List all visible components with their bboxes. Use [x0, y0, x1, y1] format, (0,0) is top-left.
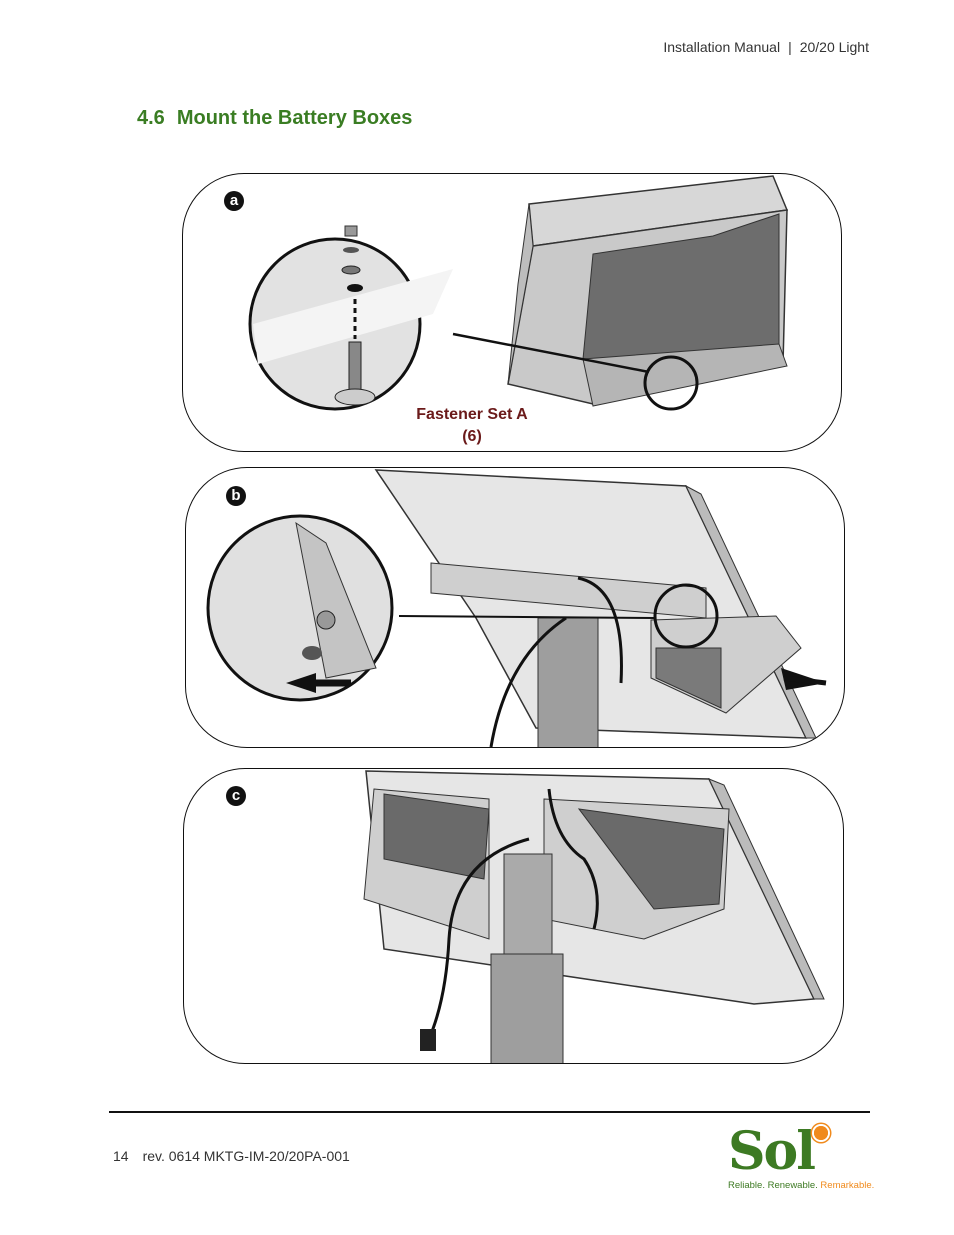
- sun-icon: [814, 1126, 828, 1140]
- step-badge-a: a: [224, 191, 244, 211]
- tagline-part-1: Reliable. Renewable.: [728, 1180, 821, 1191]
- step-a-illustration: a: [182, 173, 842, 452]
- battery-box-diagram: [248, 175, 789, 411]
- page-number: 14: [113, 1148, 129, 1164]
- sol-logo: Sol Reliable. Renewable. Remarkable.: [728, 1121, 874, 1194]
- fastener-caption-line2: (6): [462, 428, 482, 445]
- page-footer: 14 rev. 0614 MKTG-IM-20/20PA-001: [113, 1148, 350, 1164]
- tagline-part-2: Remarkable.: [820, 1180, 875, 1191]
- step-c-illustration: c: [183, 768, 844, 1064]
- header-separator: |: [788, 39, 792, 55]
- revision-code: rev. 0614 MKTG-IM-20/20PA-001: [142, 1148, 350, 1164]
- step-badge-b: b: [226, 486, 246, 506]
- section-number: 4.6: [137, 107, 165, 129]
- logo-tagline: Reliable. Renewable. Remarkable.: [728, 1180, 874, 1191]
- step-b-illustration: b: [185, 467, 845, 748]
- panel-mount-diagram: [206, 469, 827, 747]
- doc-title: Installation Manual: [663, 39, 781, 55]
- installed-boxes-diagram: [363, 770, 825, 1063]
- step-badge-c: c: [226, 786, 246, 806]
- footer-divider: [109, 1111, 870, 1113]
- product-name: 20/20 Light: [799, 39, 869, 55]
- fastener-caption-line1: Fastener Set A: [416, 406, 528, 423]
- logo-wordmark: Sol: [728, 1121, 816, 1182]
- section-heading: 4.6 Mount the Battery Boxes: [137, 107, 412, 130]
- fastener-caption: Fastener Set A (6): [404, 404, 540, 448]
- section-title: Mount the Battery Boxes: [176, 107, 413, 129]
- page-header: Installation Manual | 20/20 Light: [663, 39, 869, 55]
